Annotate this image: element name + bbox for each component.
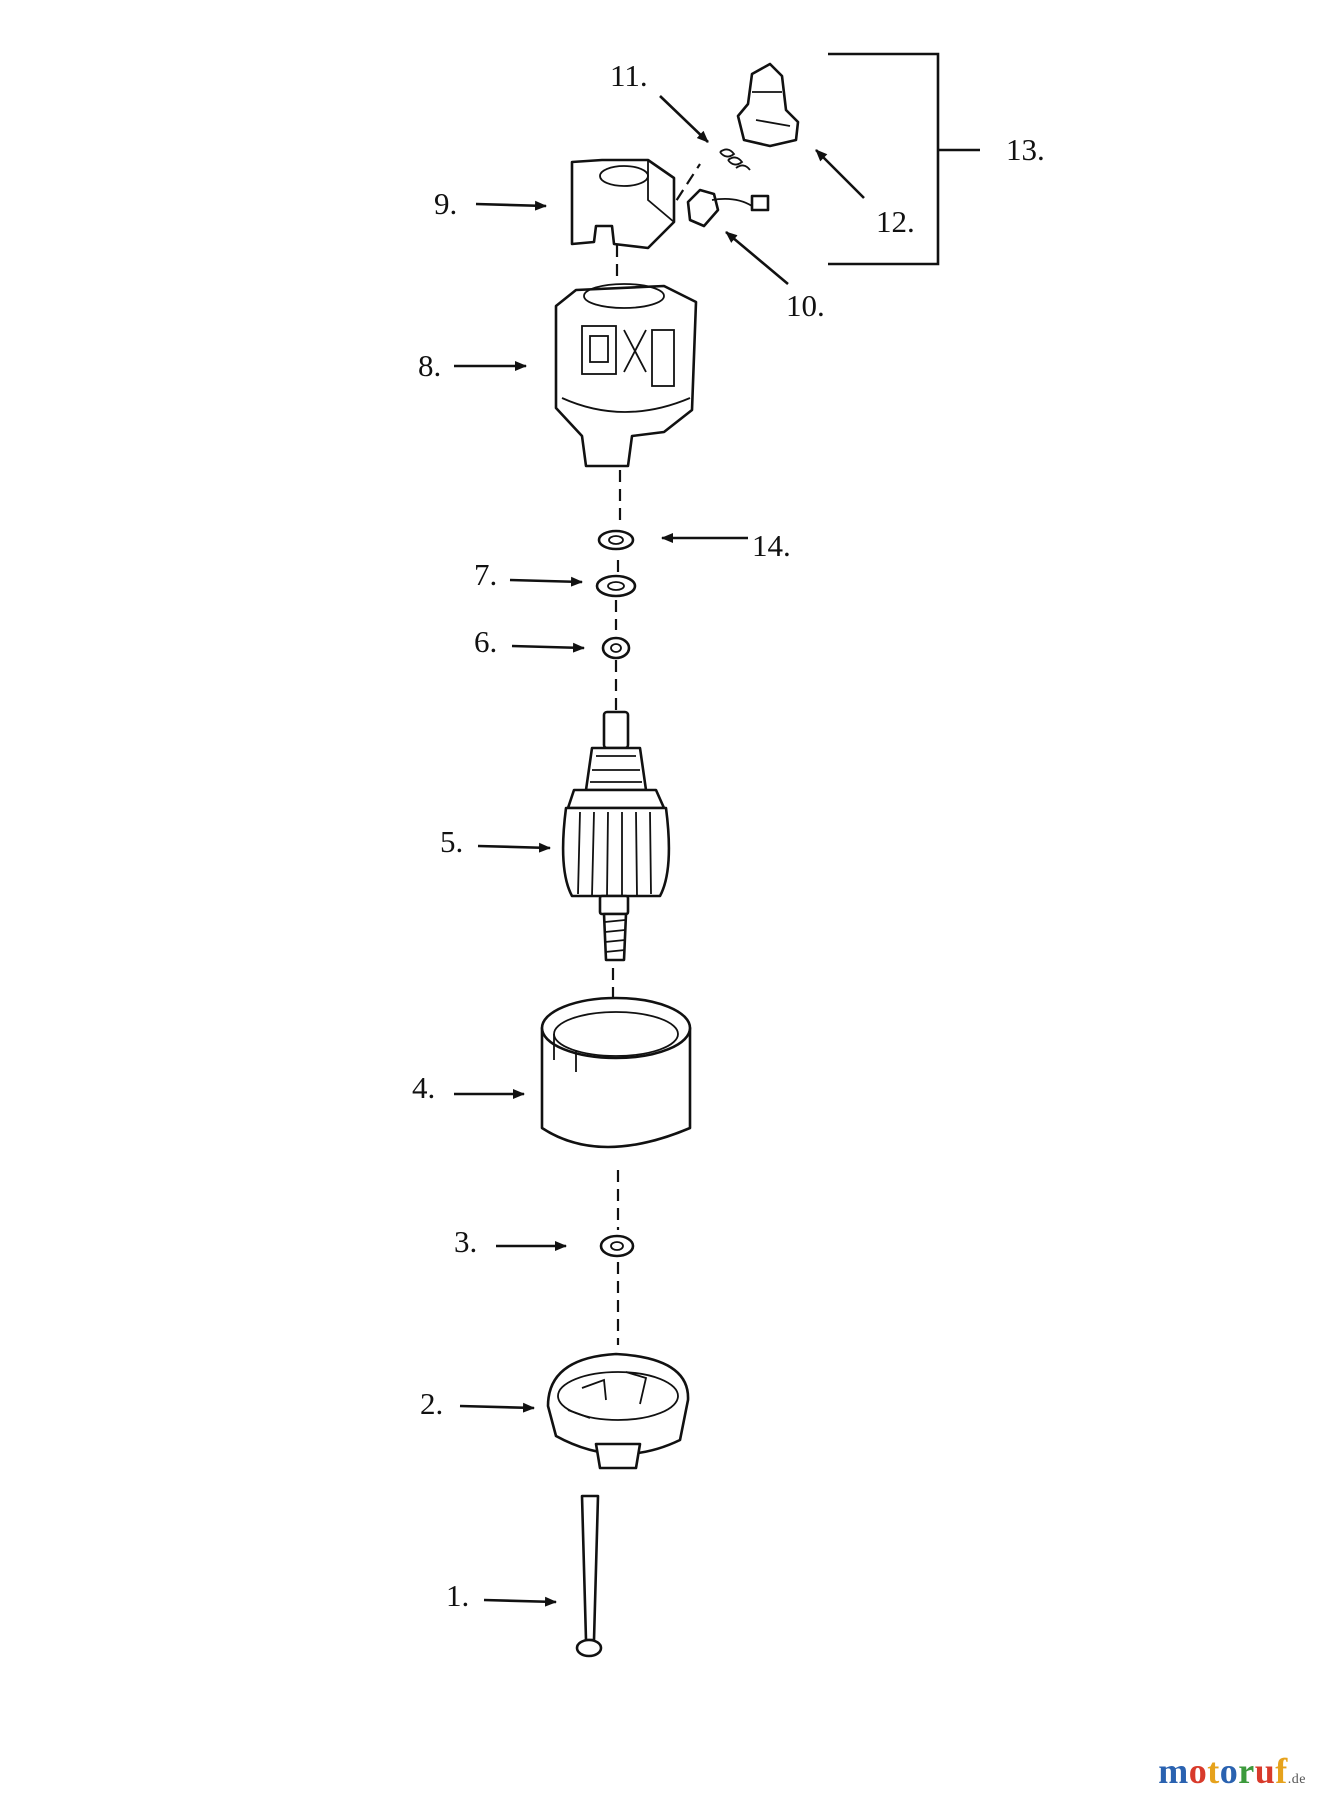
- part-11-spring: [719, 148, 751, 171]
- watermark-logo: motoruf.de: [1158, 1750, 1306, 1792]
- callout-14: 14.: [752, 528, 791, 563]
- callout-5: 5.: [440, 824, 463, 859]
- bracket-13: [828, 52, 980, 266]
- callout-13: 13.: [1006, 132, 1045, 167]
- callout-2: 2.: [420, 1386, 443, 1421]
- watermark-letter: o: [1219, 1751, 1239, 1791]
- watermark-letter: f: [1275, 1751, 1288, 1791]
- watermark-letter: u: [1254, 1751, 1276, 1791]
- callout-8: 8.: [418, 348, 441, 383]
- part-1-through-bolt: [575, 1494, 603, 1658]
- callout-6: 6.: [474, 624, 497, 659]
- part-4-motor-housing: [540, 996, 692, 1149]
- part-6-washer: [601, 636, 631, 660]
- callout-11: 11.: [610, 58, 648, 93]
- part-8-brush-end-cap: [554, 283, 698, 468]
- part-5-armature: [561, 710, 671, 962]
- callout-4: 4.: [412, 1070, 435, 1105]
- callout-9: 9.: [434, 186, 457, 221]
- part-7-washer: [595, 574, 637, 598]
- callout-3: 3.: [454, 1224, 477, 1259]
- callout-labels: 9. 8. 14. 7. 6. 5. 4. 3. 2. 1. 10. 11. 1…: [412, 58, 1045, 1613]
- part-12-terminal: [736, 62, 800, 148]
- watermark-suffix: .de: [1287, 1772, 1306, 1787]
- callout-1: 1.: [446, 1578, 469, 1613]
- part-10-brush: [686, 188, 770, 228]
- part-9-brush-cover: [570, 158, 676, 250]
- part-3-washer: [599, 1234, 635, 1258]
- part-14-washer: [597, 529, 635, 551]
- watermark-letter: m: [1158, 1751, 1189, 1791]
- callout-12: 12.: [876, 204, 915, 239]
- callout-10: 10.: [786, 288, 825, 323]
- callout-7: 7.: [474, 557, 497, 592]
- part-2-end-cap: [546, 1352, 690, 1470]
- watermark-letter: r: [1238, 1751, 1255, 1791]
- watermark-text: motoruf: [1158, 1751, 1288, 1791]
- watermark-letter: t: [1207, 1751, 1220, 1791]
- leader-arrows: [454, 95, 865, 1607]
- watermark-letter: o: [1188, 1751, 1208, 1791]
